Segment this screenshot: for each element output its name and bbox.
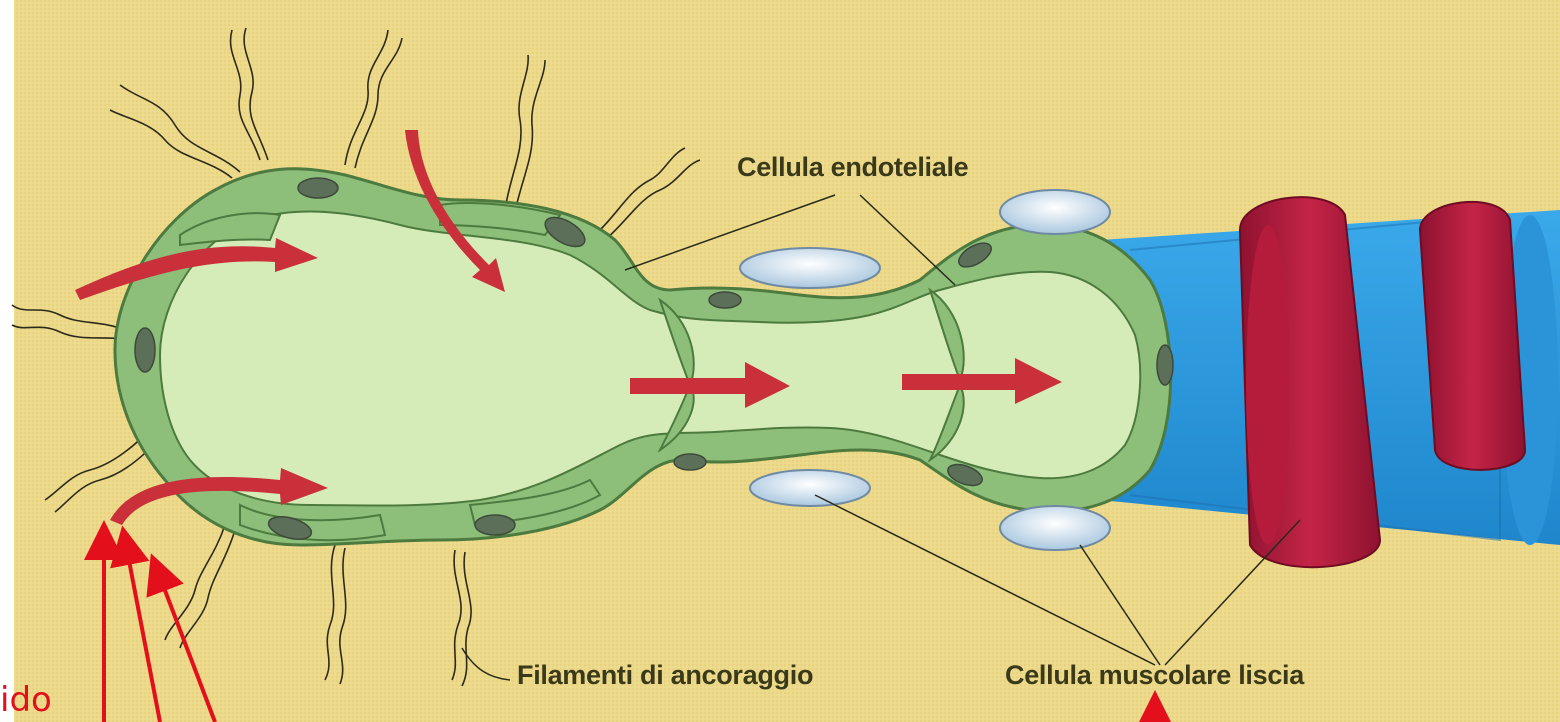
label-endothelial-cell: Cellula endoteliale [737,152,968,183]
label-smooth-muscle-cell: Cellula muscolare liscia [1005,660,1304,691]
label-anchoring-filaments: Filamenti di ancoraggio [517,660,813,691]
label-left-partial: ido [0,680,52,720]
left-margin [0,0,14,722]
